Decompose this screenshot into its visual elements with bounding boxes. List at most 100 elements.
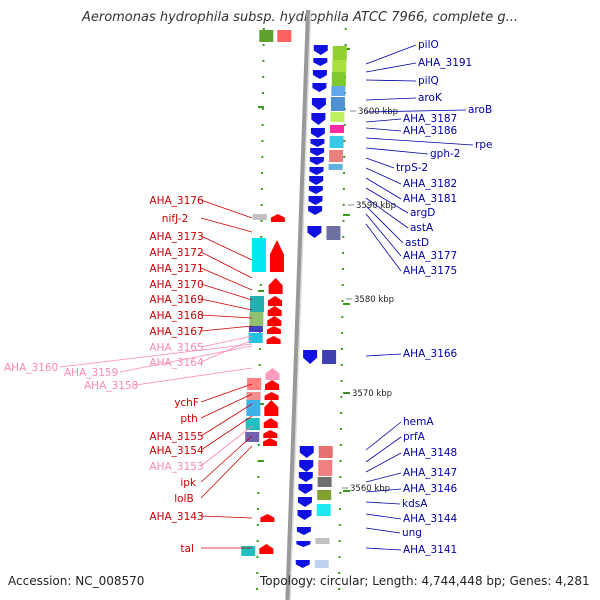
protein-domain-block	[259, 30, 274, 42]
protein-domain-block	[316, 504, 331, 516]
tick-mark	[340, 396, 343, 398]
forward-gene-arrow	[268, 278, 283, 294]
tick-mark	[343, 156, 346, 158]
tick-mark	[343, 124, 346, 126]
gene-label-aha_3159: AHA_3159	[64, 367, 118, 379]
gene-label-lolb: lolB	[174, 493, 193, 505]
gene-label-aha_3182: AHA_3182	[403, 178, 457, 190]
backbone	[285, 9, 310, 600]
tick-mark	[262, 28, 265, 30]
tick-mark	[342, 236, 345, 238]
topology-text: Topology: circular; Length: 4,744,448 bp…	[260, 574, 590, 588]
protein-domain-block	[330, 112, 345, 122]
gene-label-aha_3170: AHA_3170	[149, 279, 203, 291]
reverse-gene-arrow	[295, 560, 310, 568]
protein-domain-block	[318, 460, 333, 476]
protein-domain-block	[245, 432, 260, 442]
tick-mark	[262, 92, 265, 94]
tick-mark	[344, 28, 347, 30]
leader-line	[200, 383, 253, 403]
leader-line	[200, 335, 253, 348]
leader-line	[365, 79, 417, 82]
protein-domain-block	[326, 226, 341, 240]
leader-line	[365, 127, 402, 132]
protein-domain-block	[318, 446, 333, 458]
gene-label-aha_3181: AHA_3181	[403, 193, 457, 205]
leader-line	[200, 235, 253, 261]
leader-line	[200, 314, 253, 319]
leader-line	[365, 118, 402, 123]
leader-line	[365, 97, 417, 101]
leader-line	[365, 44, 417, 65]
gene-label-aha_3175: AHA_3175	[403, 265, 457, 277]
forward-gene-arrow	[267, 306, 282, 316]
leader-line	[200, 445, 253, 499]
forward-gene-arrow	[260, 514, 275, 522]
gene-label-aha_3164: AHA_3164	[149, 357, 204, 369]
scale-label: 3570 kbp	[352, 389, 392, 399]
protein-domain-block	[329, 150, 344, 162]
tick-mark	[339, 428, 342, 430]
protein-domain-block	[245, 418, 260, 430]
tick-mark	[343, 140, 346, 142]
leader-line	[365, 187, 409, 214]
map-title: Aeromonas hydrophila subsp. hydrophila A…	[81, 10, 519, 25]
gene-label-ipk: ipk	[180, 477, 197, 489]
scale-label: 3590 kbp	[356, 201, 396, 211]
gene-label-aha_3153: AHA_3153	[149, 461, 203, 473]
forward-gene-arrow	[266, 326, 281, 334]
leader-line	[365, 157, 395, 169]
gene-label-aha_3186: AHA_3186	[403, 125, 458, 137]
reverse-gene-arrow	[310, 128, 325, 138]
leader-line	[200, 267, 253, 291]
tick-mark	[256, 572, 259, 574]
forward-gene-arrow	[263, 438, 278, 446]
tick-mark	[338, 540, 341, 542]
protein-domain-block	[328, 164, 343, 170]
leader-line	[59, 343, 253, 368]
tick-mark	[341, 300, 344, 302]
gene-label-tal: tal	[180, 543, 193, 555]
leader-line	[365, 62, 417, 73]
gene-label-aha_3147: AHA_3147	[403, 467, 457, 479]
leader-line	[200, 415, 253, 451]
reverse-gene-arrow	[311, 98, 326, 110]
tick-mark-long	[258, 106, 264, 108]
reverse-gene-arrow	[307, 226, 322, 238]
gene-label-aha_3173: AHA_3173	[149, 231, 203, 243]
reverse-gene-arrow	[309, 167, 324, 175]
protein-domain-block	[252, 238, 267, 272]
protein-domain-block	[241, 546, 256, 556]
tick-mark	[256, 588, 259, 590]
tick-mark	[342, 220, 345, 222]
tick-mark	[260, 220, 263, 222]
gene-label-aha_3155: AHA_3155	[149, 431, 203, 443]
forward-gene-arrow	[267, 296, 282, 306]
reverse-gene-arrow	[296, 541, 311, 547]
leader-line	[365, 513, 402, 520]
tick-mark	[340, 412, 343, 414]
gene-label-aha_3146: AHA_3146	[403, 483, 458, 495]
tick-mark	[260, 204, 263, 206]
reverse-gene-arrow	[298, 472, 313, 482]
gene-label-aha_3167: AHA_3167	[149, 326, 203, 338]
reverse-gene-arrow	[310, 148, 325, 156]
gene-label-arob: aroB	[468, 104, 492, 116]
leader-line	[365, 205, 404, 244]
reverse-gene-arrow	[312, 70, 327, 79]
tick-mark	[340, 364, 343, 366]
leader-line	[365, 223, 402, 272]
scale-label: 3560 kbp	[350, 484, 390, 494]
forward-gene-arrow	[270, 214, 285, 222]
tick-mark	[341, 332, 344, 334]
tick-mark	[338, 556, 341, 558]
protein-domain-block	[331, 86, 346, 96]
protein-domain-block	[252, 214, 267, 220]
tick-mark	[341, 316, 344, 318]
tick-mark	[257, 476, 260, 478]
gene-label-pth: pth	[180, 413, 197, 425]
reverse-gene-arrow	[308, 196, 323, 205]
leader-line	[365, 147, 429, 155]
protein-domain-block	[248, 326, 263, 332]
